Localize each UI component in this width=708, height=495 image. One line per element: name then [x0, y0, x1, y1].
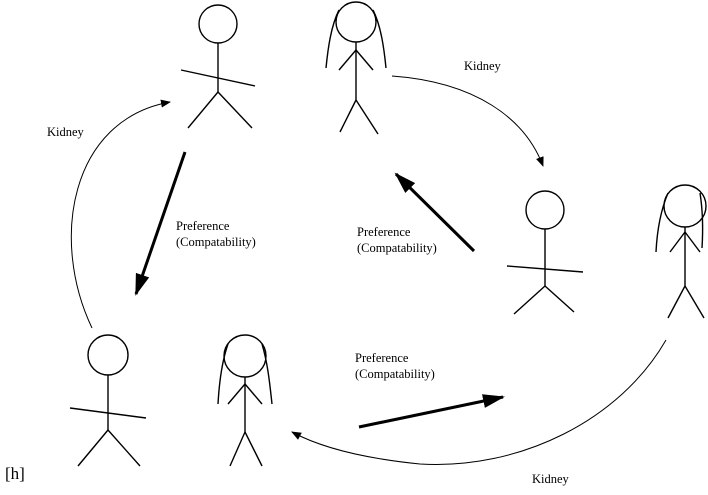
- hair-icon: [655, 192, 669, 253]
- hair-icon: [699, 192, 704, 249]
- head-icon: [223, 334, 267, 378]
- preference-sublabel-center: (Compatability): [357, 241, 437, 255]
- preference-label-bottom: Preference: [355, 351, 409, 365]
- top-left-person: [180, 4, 256, 129]
- top-center-person: [325, 1, 387, 135]
- head-icon: [525, 190, 565, 230]
- hair-icon: [325, 9, 340, 69]
- bottom-left-person: [69, 334, 147, 467]
- head-icon: [663, 184, 707, 228]
- kidney-arrow-top: [391, 75, 544, 167]
- preference-label-center: Preference: [357, 225, 411, 239]
- bottom-center-person: [217, 334, 273, 467]
- preference-arrow-left: [134, 151, 187, 296]
- preference-label-left: Preference: [176, 219, 230, 233]
- head-icon: [87, 334, 129, 376]
- kidney-label-left: Kidney: [47, 125, 85, 139]
- far-right-person: [655, 184, 707, 319]
- kidney-arrow-left: [70, 99, 171, 329]
- hair-icon: [261, 343, 273, 405]
- preference-sublabel-left: (Compatability): [176, 235, 256, 249]
- preference-arrow-bottom: [358, 394, 505, 429]
- head-icon: [198, 4, 238, 44]
- kidney-label-top: Kidney: [464, 59, 502, 73]
- right-person: [506, 190, 584, 315]
- hair-icon: [372, 9, 387, 69]
- head-icon: [335, 1, 377, 43]
- corner-tag: [h]: [5, 464, 25, 483]
- kidney-label-bottom: Kidney: [532, 472, 570, 486]
- hair-icon: [217, 343, 229, 405]
- kidney-arrow-bottom: [291, 339, 667, 465]
- preference-sublabel-bottom: (Compatability): [355, 367, 435, 381]
- preference-arrow-right: [394, 172, 476, 253]
